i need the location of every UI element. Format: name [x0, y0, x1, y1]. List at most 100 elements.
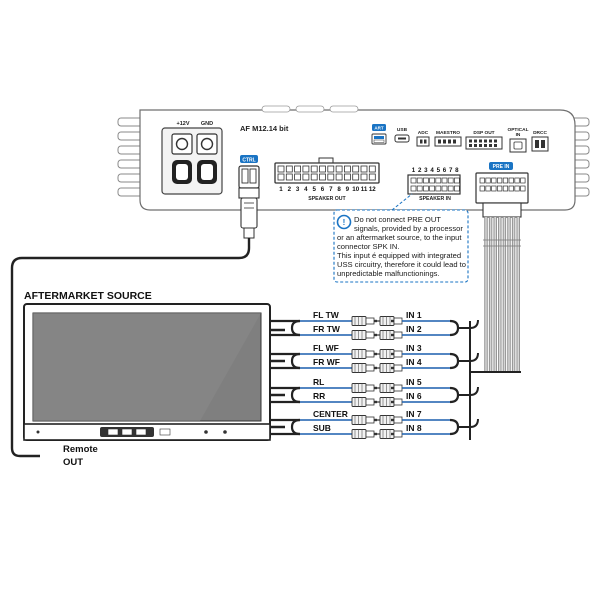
speaker-out-pin	[302, 165, 310, 173]
speaker-out-number: 10	[352, 186, 359, 193]
rca-plug	[379, 429, 403, 439]
rca-plug	[379, 316, 403, 326]
channel-row: RR IN 6	[270, 391, 450, 407]
pre-in-pin	[502, 177, 509, 184]
usb-label: USB	[397, 127, 408, 133]
speaker-out-pin	[352, 165, 360, 173]
speaker-in-pin	[416, 177, 423, 184]
rca-plug	[379, 415, 403, 425]
speaker-out-pin	[343, 173, 351, 181]
note-line-6: USS circuitry, therefore it could lead t…	[337, 260, 466, 269]
art-switch: ART	[371, 124, 387, 145]
power-label-12v: +12V	[177, 121, 190, 127]
pre-in-pin	[508, 185, 514, 192]
pair-lead	[458, 319, 479, 329]
speaker-out-pin	[277, 165, 285, 173]
speaker-in-pin	[441, 185, 448, 192]
remote-out-label-2: OUT	[63, 457, 83, 468]
channel-in-label: IN 1	[406, 310, 422, 320]
source-trunk	[270, 328, 285, 429]
speaker-in-number: 3	[424, 167, 428, 174]
pair-bracket-right	[449, 319, 460, 337]
channel-out-label: RL	[313, 377, 324, 387]
speaker-in-pin	[416, 185, 423, 192]
speaker-out-pin	[319, 165, 326, 173]
rca-plug	[351, 363, 377, 373]
pre-in-pin	[502, 185, 509, 192]
speaker-out-pin	[343, 165, 351, 173]
channel-in-label: IN 6	[406, 391, 422, 401]
speaker-in-pin	[454, 177, 460, 184]
source-title: AFTERMARKET SOURCE	[24, 290, 152, 302]
speaker-out-number: 9	[346, 186, 350, 193]
rca-plug	[351, 397, 377, 407]
speaker-out-pin	[368, 173, 376, 181]
pre-in-pin	[491, 185, 497, 192]
pre-in-pin	[479, 185, 485, 192]
pre-in-pin	[514, 177, 520, 184]
rca-plug	[379, 383, 403, 393]
speaker-in-pin	[410, 185, 417, 192]
note-line-2: signals, provided by a processor	[354, 224, 463, 233]
speaker-out-number: 4	[304, 186, 308, 193]
pre-in-pin	[479, 177, 485, 184]
speaker-out-pin	[335, 165, 343, 173]
speaker-out-number: 2	[288, 186, 292, 193]
speaker-in-pin	[441, 177, 448, 184]
rca-plug	[379, 330, 403, 340]
dsp-out-port: DSP OUT	[465, 130, 503, 150]
speaker-out-label: SPEAKER OUT	[308, 196, 346, 202]
channel-in-label: IN 7	[406, 409, 422, 419]
speaker-out-pin	[302, 173, 310, 181]
note-line-5: This input é equipped with integrated	[337, 251, 461, 260]
speaker-out-number: 7	[329, 186, 333, 193]
pair-lead	[458, 418, 479, 428]
drcc-label: DRCC	[533, 130, 547, 136]
optical-label: OPTICAL	[507, 127, 528, 133]
pair-lead	[458, 386, 479, 396]
speaker-out-number: 11	[361, 186, 368, 193]
speaker-out-number: 1	[279, 186, 283, 193]
note-line-7: unpredictable malfunctionings.	[337, 269, 440, 278]
speaker-in-number: 2	[418, 167, 422, 174]
speaker-in-number: 8	[455, 167, 459, 174]
channel-in-label: IN 8	[406, 423, 422, 433]
speaker-in-pin	[429, 185, 435, 192]
pair-bracket-left	[290, 319, 301, 337]
speaker-out-number: 6	[321, 186, 325, 193]
pre-in-pin	[497, 177, 503, 184]
usb-port: USB	[394, 127, 410, 143]
speaker-in-pin	[429, 177, 435, 184]
warning-icon	[336, 214, 352, 230]
speaker-out-pin	[335, 173, 343, 181]
speaker-out-pin	[294, 173, 302, 181]
pre-in-pins	[479, 177, 526, 192]
channel-in-label: IN 4	[406, 357, 422, 367]
pair-bracket-right	[449, 418, 460, 436]
pair-bracket-left	[290, 386, 301, 404]
aftermarket-source: AFTERMARKET SOURCE Remote OUT	[23, 290, 271, 468]
pre-in-label: PRE IN	[493, 164, 510, 170]
rca-plug	[379, 349, 403, 359]
pre-in-badge: PRE IN	[489, 162, 513, 170]
maestro-label: MAESTRO	[436, 130, 460, 136]
note-line-3: or an aftermarket source, to the input	[337, 233, 462, 242]
channel-out-label: RR	[313, 391, 325, 401]
pre-in-pin	[514, 185, 520, 192]
art-label: ART	[374, 126, 383, 131]
power-terminal-block: +12V GND	[161, 121, 223, 195]
optical-in-port: OPTICAL IN	[507, 127, 529, 153]
rca-plug	[351, 383, 377, 393]
rca-plug	[351, 429, 377, 439]
